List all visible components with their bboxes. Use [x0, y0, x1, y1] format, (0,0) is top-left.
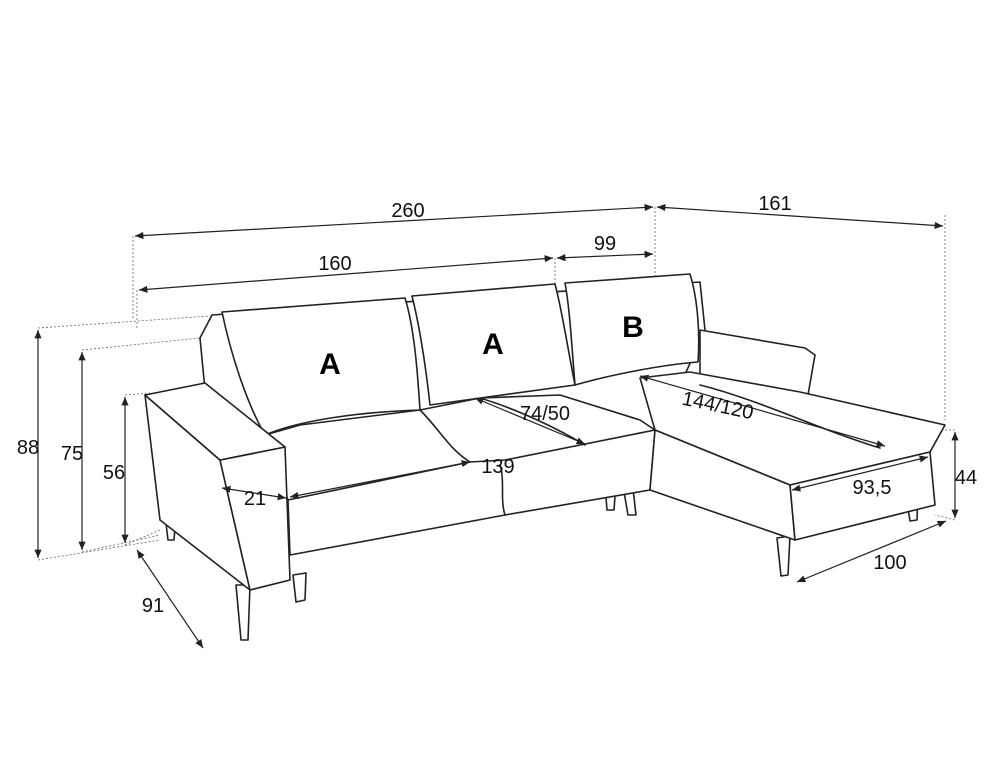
dim-height-back: 75: [61, 443, 83, 465]
dim-main-width: 160: [318, 253, 351, 275]
dim-height-arm: 56: [103, 462, 125, 484]
dim-seat-width: 139: [481, 456, 514, 478]
back-cushion-a-middle: [411, 283, 576, 406]
cushion-label: A: [319, 348, 341, 381]
back-cushion-b: [564, 273, 700, 386]
dim-height-total: 88: [17, 437, 39, 459]
dim-seat-height: 44: [955, 467, 977, 489]
extension-lines: [37, 207, 956, 561]
sofa-drawing: [144, 273, 946, 641]
dim-chaise-back-width: 99: [594, 233, 616, 255]
dim-chaise-seat-width: 93,5: [853, 477, 892, 499]
dim-depth: 91: [142, 595, 164, 617]
back-cushion-a-left: [221, 297, 421, 436]
dim-seat-depth: 74/50: [520, 403, 570, 425]
dim-chaise-depth: 161: [758, 193, 791, 215]
dim-chaise-width: 100: [873, 552, 906, 574]
cushion-label: A: [482, 328, 504, 361]
cushion-label: B: [622, 311, 644, 344]
leg: [776, 535, 791, 577]
leg: [292, 572, 307, 603]
dim-total-width: 260: [391, 200, 424, 222]
dimension-lines: [34, 203, 959, 649]
leg: [235, 584, 251, 641]
dim-arm-width: 21: [244, 488, 266, 510]
